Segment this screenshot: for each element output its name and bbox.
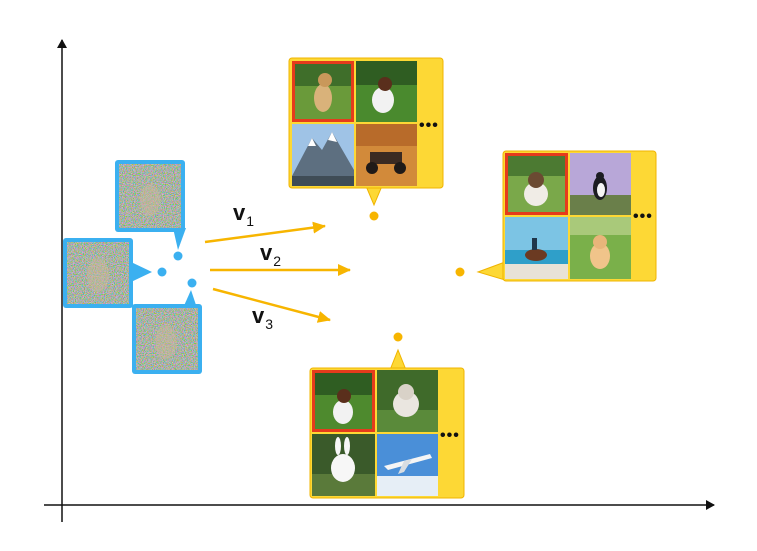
vector-label-v3: v3 <box>252 303 273 332</box>
more-images-indicator: ••• <box>633 208 653 225</box>
spaniel-photo <box>356 61 417 122</box>
vector-label-v1: v1 <box>233 200 254 229</box>
more-images-indicator: ••• <box>440 427 460 444</box>
image-cluster-bottom: ••• <box>309 332 465 499</box>
spaniel-photo <box>312 370 375 432</box>
puffin-photo <box>570 153 631 215</box>
noisy-point <box>187 278 197 288</box>
arrow-v3 <box>212 287 331 323</box>
sitting-dog-photo <box>292 61 354 122</box>
noisy-point <box>157 267 167 277</box>
vector-label-v2: v2 <box>260 240 281 269</box>
mountain-photo <box>292 124 354 186</box>
cluster-point-bottom <box>393 332 403 342</box>
horse-rider-beach-photo <box>505 217 568 279</box>
noisy-dog-image-left <box>63 238 152 308</box>
arrow-v1 <box>204 221 326 244</box>
airplane-photo <box>377 434 438 496</box>
more-images-indicator: ••• <box>419 117 439 134</box>
noisy-dog-image-top <box>115 160 186 250</box>
racing-buggy-photo <box>356 124 417 186</box>
white-rabbit-photo <box>312 434 375 496</box>
cluster-point-right <box>455 267 465 277</box>
cluster-point-top <box>369 211 379 221</box>
bulldog-photo <box>505 153 568 215</box>
bulldog-in-grass-photo <box>377 370 438 432</box>
noisy-cluster <box>63 160 202 374</box>
kitten-photo <box>570 217 631 279</box>
noisy-point <box>173 251 183 261</box>
image-cluster-right: ••• <box>455 150 657 282</box>
noisy-dog-image-bottom <box>132 290 202 374</box>
image-cluster-top: ••• <box>288 57 444 221</box>
